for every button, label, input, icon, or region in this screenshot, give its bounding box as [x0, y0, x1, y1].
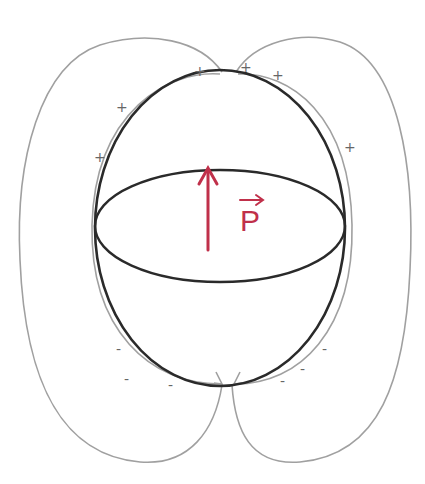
polarization-arrow [207, 170, 210, 250]
plus-charge: + [344, 140, 356, 154]
minus-charge: - [116, 342, 121, 356]
plus-charge: + [116, 100, 128, 114]
polarization-arrowhead [199, 168, 217, 184]
minus-charge: - [300, 362, 305, 376]
vector-label: P [240, 206, 260, 236]
plus-charge: + [194, 64, 206, 78]
equator-ellipse [95, 170, 345, 282]
field-arrowhead [214, 372, 222, 384]
plus-charge: + [240, 60, 252, 74]
plus-charge: + [94, 150, 106, 164]
minus-charge: - [124, 372, 129, 386]
field-line [19, 38, 222, 462]
field-line [234, 74, 352, 384]
minus-charge: - [322, 342, 327, 356]
sphere-outline [95, 70, 345, 386]
field-line [92, 74, 222, 384]
minus-charge: - [280, 374, 285, 388]
field-line [232, 37, 411, 462]
plus-charge: + [272, 68, 284, 82]
minus-charge: - [168, 378, 173, 392]
vector-arrow-mark [240, 195, 263, 205]
field-arrowhead [234, 372, 242, 384]
